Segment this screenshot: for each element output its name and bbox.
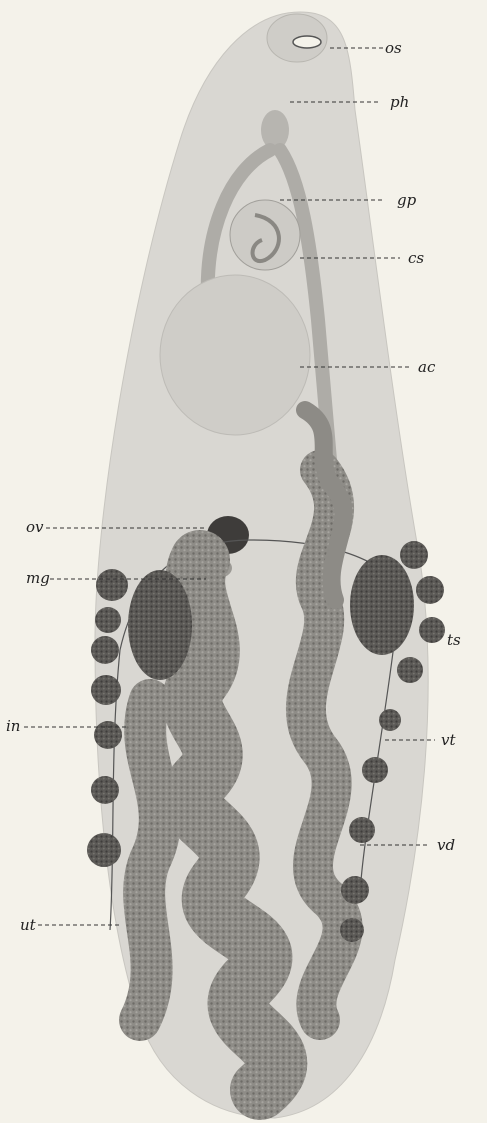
- label-ts-text: ts: [447, 631, 461, 649]
- label-gp-text: gp: [397, 191, 417, 209]
- label-ph-text: ph: [390, 93, 409, 111]
- label-vt-text: vt: [441, 731, 456, 749]
- label-cs-text: cs: [408, 249, 424, 267]
- pharynx: [261, 110, 289, 150]
- mouth-opening: [293, 36, 321, 48]
- testis-left: [128, 570, 192, 680]
- label-ts: ts: [447, 631, 461, 649]
- label-mg-text: mg: [26, 569, 50, 587]
- acetabulum: [160, 275, 310, 435]
- label-ov-text: ov: [26, 518, 44, 536]
- testis-right: [350, 555, 414, 655]
- label-os-text: os: [385, 39, 402, 57]
- uterus-coils-left: [140, 700, 160, 1020]
- label-in-text: in: [6, 717, 20, 735]
- label-ut-text: ut: [20, 916, 37, 934]
- label-ut: ut: [20, 916, 120, 934]
- label-vd-text: vd: [437, 836, 455, 854]
- label-ac-text: ac: [418, 358, 436, 376]
